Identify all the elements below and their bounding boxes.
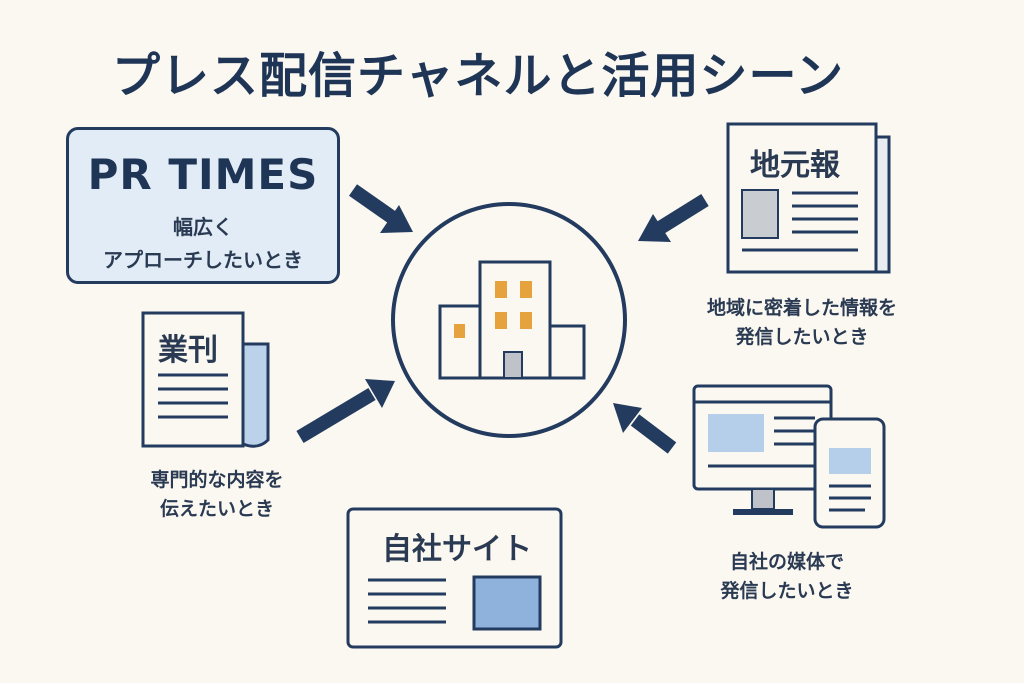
local-paper-label: 地元報 — [750, 148, 840, 183]
pr-times-card: PR TIMES 幅広く アプローチしたいとき — [66, 127, 340, 284]
pr-times-desc-line1: 幅広く — [173, 215, 233, 239]
trade-paper-caption-line2: 伝えたいとき — [159, 498, 274, 520]
trade-paper-caption: 専門的な内容を 伝えたいとき — [102, 466, 332, 524]
owned-media-caption-line2: 発信したいとき — [720, 580, 854, 602]
local-paper-caption: 地域に密着した情報を 発信したいとき — [672, 294, 932, 352]
arrow-from-local-paper-icon — [638, 194, 709, 242]
local-paper-newspaper-icon — [726, 122, 891, 274]
page-title: プレス配信チャネルと活用シーン — [112, 48, 845, 104]
smartphone-icon — [813, 417, 886, 529]
own-site-label: 自社サイト — [382, 532, 532, 567]
pr-times-logo: PR TIMES — [87, 150, 319, 199]
company-building-icon — [391, 202, 627, 438]
local-paper-caption-line2: 発信したいとき — [735, 326, 869, 348]
local-paper-caption-line1: 地域に密着した情報を — [706, 297, 897, 319]
arrow-from-owned-media-icon — [613, 403, 677, 454]
owned-media-caption: 自社の媒体で 発信したいとき — [672, 548, 902, 606]
arrow-from-trade-paper-icon — [296, 379, 395, 444]
trade-paper-newspaper-icon — [141, 311, 270, 448]
monitor-icon — [692, 384, 833, 515]
owned-media-caption-line1: 自社の媒体で — [729, 551, 844, 573]
trade-paper-label: 業刊 — [158, 333, 218, 368]
own-site-card — [346, 507, 563, 649]
trade-paper-caption-line1: 専門的な内容を — [150, 469, 284, 491]
arrow-from-pr-times-icon — [348, 184, 413, 233]
pr-times-desc-line2: アプローチしたいとき — [103, 248, 303, 272]
